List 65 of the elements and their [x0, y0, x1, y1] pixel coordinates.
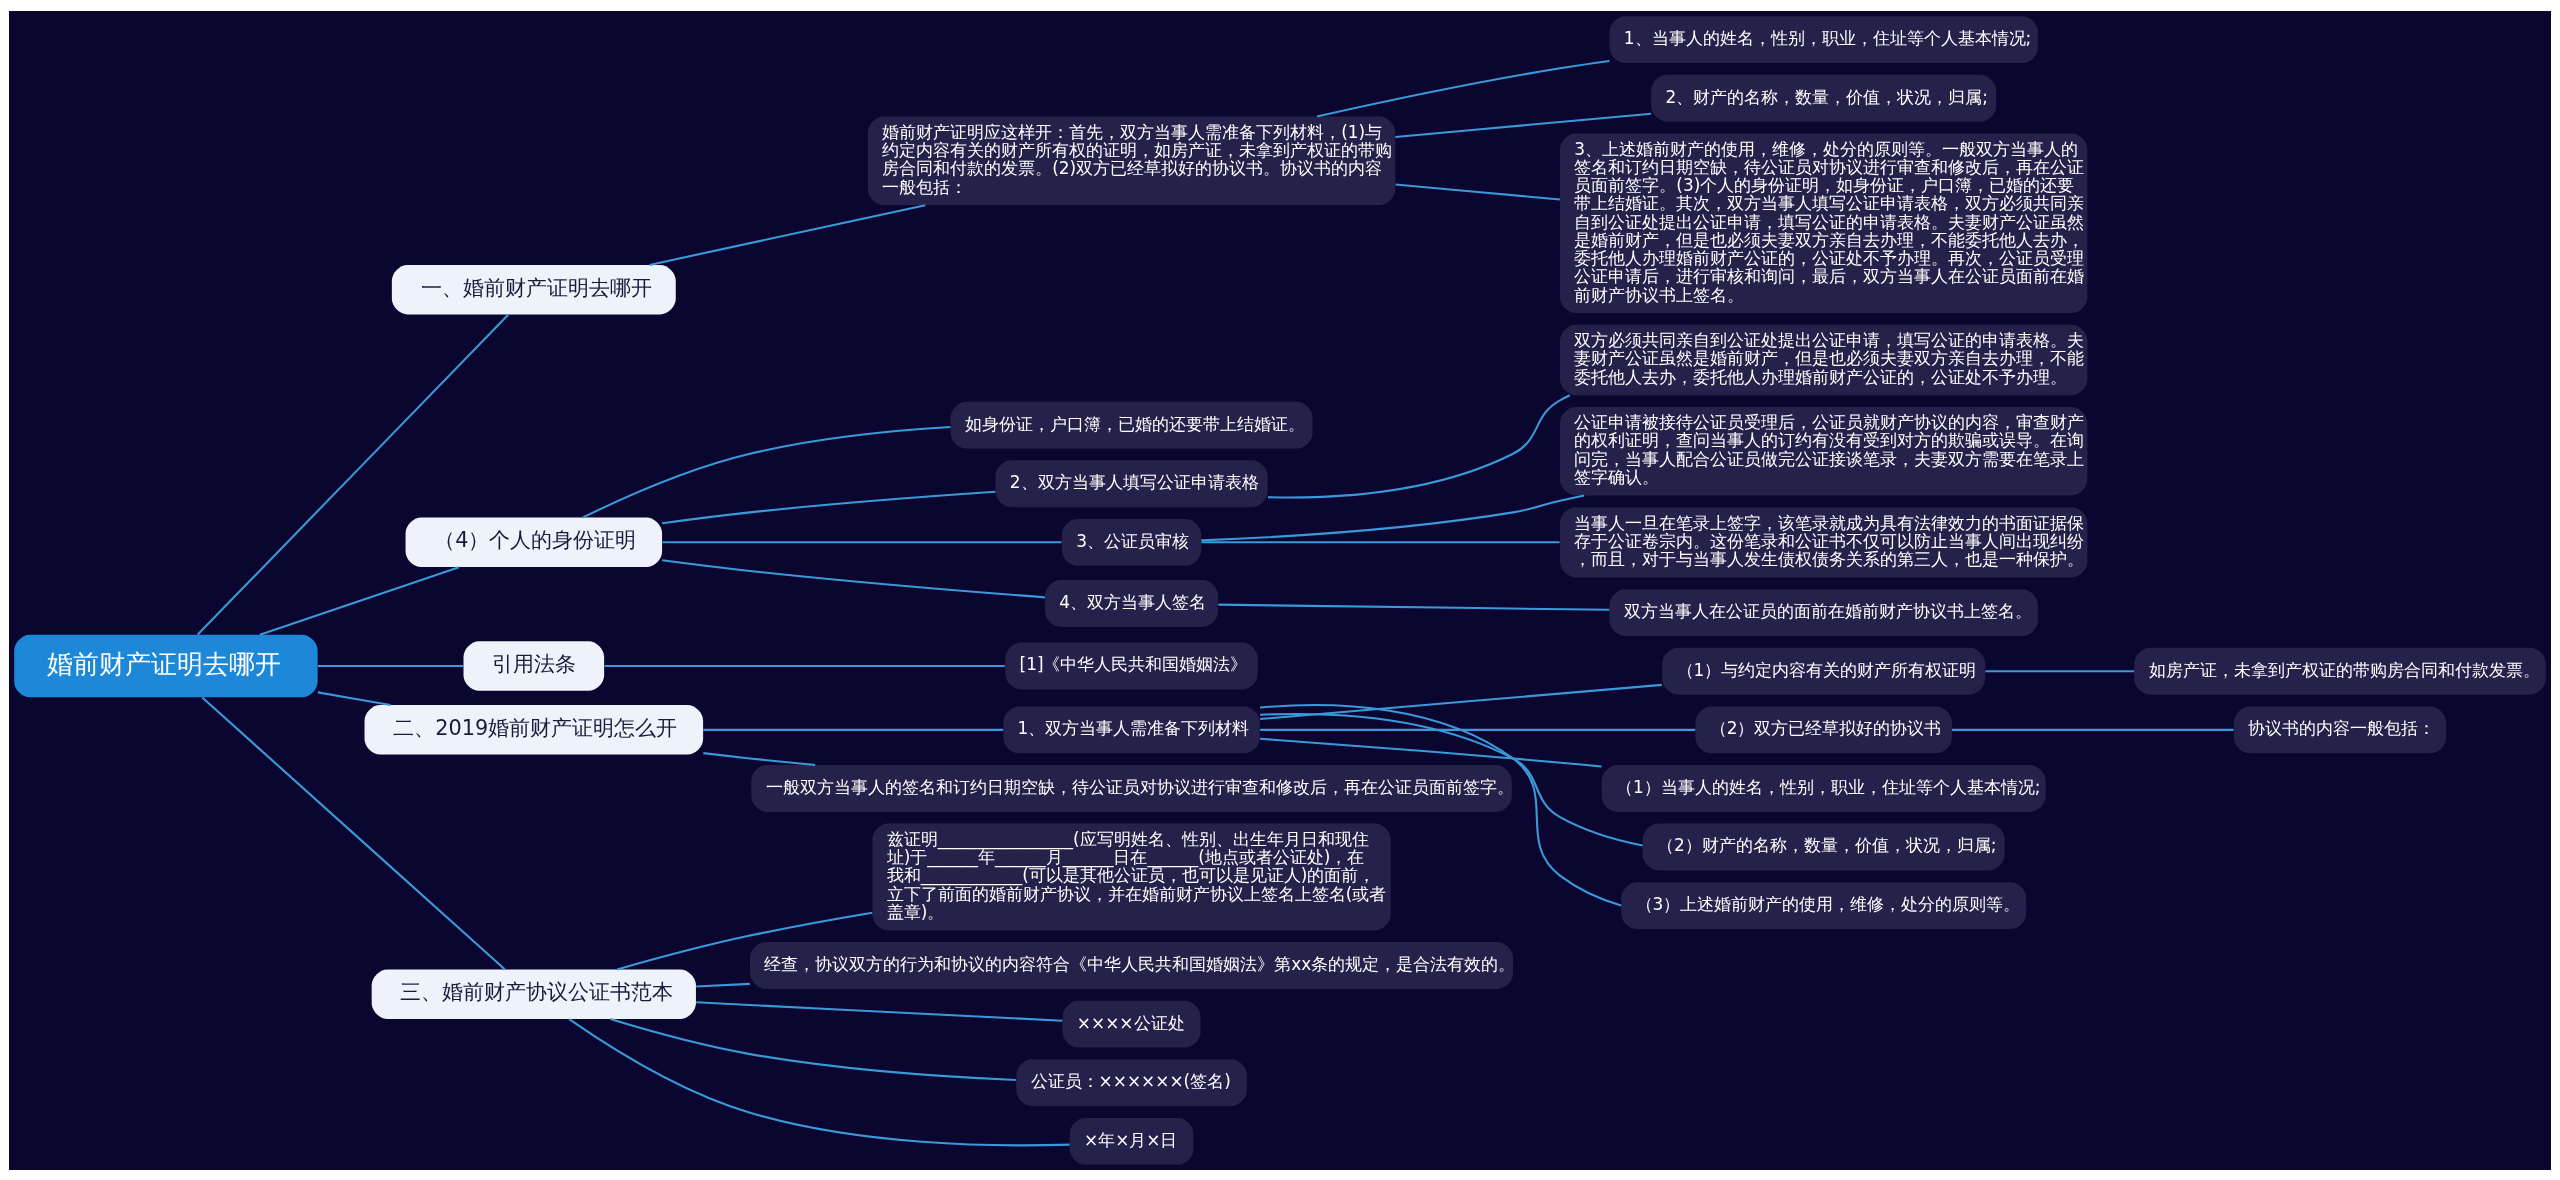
node-box: （4）个人的身份证明	[405, 517, 663, 567]
node-box: 1、当事人的姓名，性别，职业，住址等个人基本情况;	[1609, 15, 2038, 63]
connector	[582, 425, 951, 518]
node-box: 1、双方当事人需准备下列材料	[1003, 705, 1260, 753]
node-box: （2）财产的名称，数量，价值，状况，归属;	[1642, 823, 2005, 870]
connector	[201, 696, 506, 970]
connector	[1201, 493, 1585, 541]
connector	[703, 751, 816, 766]
node-box: 婚前财产证明去哪开	[14, 634, 318, 697]
connector	[604, 664, 1005, 667]
connector	[1316, 59, 1610, 117]
connector	[1260, 737, 1602, 767]
connector	[259, 565, 460, 636]
node-box: 二、2019婚前财产证明怎么开	[364, 704, 704, 755]
node-box: 3、公证员审核	[1061, 518, 1202, 566]
connector	[703, 728, 1004, 731]
node-box: ××××公证处	[1062, 1000, 1201, 1048]
node-box: 公证员：××××××(签名)	[1016, 1058, 1247, 1106]
node-box: 4、双方当事人签名	[1044, 579, 1219, 627]
node-box: 经查，协议双方的行为和协议的内容符合《中华人民共和国婚姻法》第xx条的规定，是合法有效的。	[750, 941, 1514, 989]
connector	[696, 1000, 1063, 1022]
connector	[1395, 112, 1652, 138]
connector	[1260, 683, 1662, 720]
node-box: （1）当事人的姓名，性别，职业，住址等个人基本情况;	[1601, 764, 2046, 812]
connector	[1260, 728, 1696, 731]
node-box: 三、婚前财产协议公证书范本	[371, 968, 696, 1019]
connector	[1952, 728, 2234, 731]
connector	[568, 1017, 1070, 1146]
node-box: 引用法条	[463, 640, 605, 691]
node-box: （2）双方已经草拟好的协议书	[1695, 705, 1952, 753]
node-box: 双方必须共同亲自到公证处提出公证申请，填写公证的申请表格。夫妻财产公证虽然是婚前财产，但是也必须夫妻双方亲自去办理，不能委托他人去办，委托他人办理婚前财产公证的，公证处不予办理。	[1560, 324, 2088, 395]
connector	[1260, 712, 1643, 846]
node-box: ×年×月×日	[1069, 1117, 1194, 1165]
node-box: [1]《中华人民共和国婚姻法》	[1005, 642, 1258, 689]
node-box: 一、婚前财产证明去哪开	[391, 264, 676, 314]
node-box: 3、上述婚前财产的使用，维修，处分的原则等。一般双方当事人的签名和订约日期空缺，待公证员对协议进行审查和修改后，再在公证员面前签字。(3)个人的身份证明，如身份证，户口簿，已婚的还要带上结婚证。其次，双方当事人填写公证申请表格，双方必须共同亲自到公证处提出公证申请，填写公证的申请表格。夫妻财产公证虽然是婚前财产，但是也必须夫妻双方亲自去办理，不能委托他人去办，委托他人办理婚前财产公证的，公证处不予办理。再次，公证员受理公证申请后，进行审核和询问，最后，双方当事人在公证员面前在婚前财产协议书上签名。	[1560, 132, 2088, 313]
connector	[1259, 703, 1622, 907]
node-box: 如房产证，未拿到产权证的带购房合同和付款发票。	[2134, 647, 2546, 695]
node-box: 2、双方当事人填写公证申请表格	[995, 459, 1268, 507]
node-box: （3）上述婚前财产的使用，维修，处分的原则等。	[1621, 881, 2027, 929]
connector	[1267, 393, 1571, 499]
connector	[662, 490, 996, 524]
node-box: 如身份证，户口簿，已婚的还要带上结婚证。	[950, 401, 1313, 449]
connector	[616, 911, 873, 970]
node-box: 公证申请被接待公证员受理后，公证员就财产协议的内容，审查财产的权利证明，查问当事人的订约有没有受到对方的欺骗或误导。在询问完，当事人配合公证员做完公证接谈笔录，夫妻双方需要在笔录上签字确认。	[1560, 406, 2088, 495]
connector	[1201, 540, 1560, 543]
node-box: 2、财产的名称，数量，价值，状况，归属;	[1651, 74, 1997, 122]
connector	[197, 313, 509, 635]
node-box: （1）与约定内容有关的财产所有权证明	[1662, 647, 1986, 695]
node-box: 婚前财产证明应这样开：首先，双方当事人需准备下列材料，(1)与约定内容有关的财产所有权的证明，如房产证，未拿到产权证的带购房合同和付款的发票。(2)双方已经草拟好的协议书。协议书的内容一般包括：	[867, 116, 1396, 205]
node-box: 兹证明________________(应写明姓名、性别、出生年月日和现住址)于______年______月______日在______(地点或者公证处)，在我和____________(可以是其他公证员，也可以是见证人)的面前，立下了前面的婚前财产协议，并在婚前财产协议上签名上签名(或者盖章)。	[872, 823, 1391, 930]
connector	[1395, 183, 1560, 200]
connector	[649, 203, 926, 266]
connector	[1985, 669, 2135, 672]
node-box: 当事人一旦在笔录上签字，该笔录就成为具有法律效力的书面证据保存于公证卷宗内。这份笔录和公证书不仅可以防止当事人间出现纠纷，而且，对于与当事人发生债权债务关系的第三人，也是一种保护。	[1560, 506, 2088, 577]
connector	[662, 558, 1045, 598]
connector	[662, 540, 1062, 543]
node-box: 协议书的内容一般包括：	[2233, 705, 2447, 753]
connector	[610, 1017, 1016, 1081]
connector	[1218, 603, 1610, 611]
connector	[696, 982, 750, 987]
connector	[317, 690, 391, 706]
connector	[317, 664, 464, 667]
node-box: 双方当事人在公证员的面前在婚前财产协议书上签名。	[1609, 588, 2038, 636]
node-box: 一般双方当事人的签名和订约日期空缺，待公证员对协议进行审查和修改后，再在公证员面前签字。	[751, 764, 1512, 812]
